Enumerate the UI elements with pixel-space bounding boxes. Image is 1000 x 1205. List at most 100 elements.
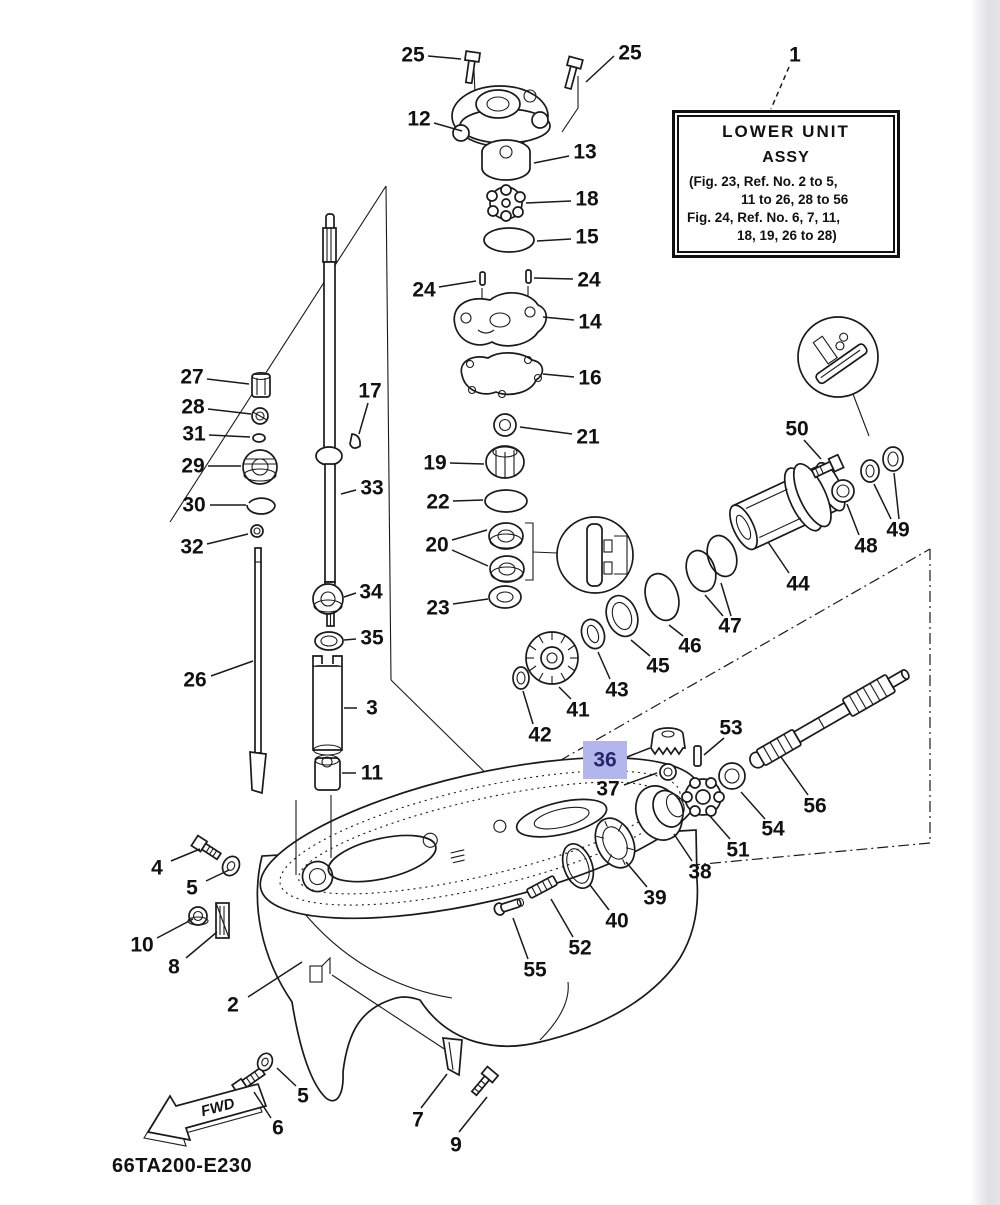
callout-15[interactable]: 15 xyxy=(575,226,599,249)
callout-47[interactable]: 47 xyxy=(718,615,741,638)
callout-26[interactable]: 26 xyxy=(183,669,206,692)
callout-29[interactable]: 29 xyxy=(181,455,204,478)
callout-12[interactable]: 12 xyxy=(407,108,430,131)
callout-27[interactable]: 27 xyxy=(180,366,203,389)
leader-line-26 xyxy=(210,660,254,677)
callout-51[interactable]: 51 xyxy=(726,839,750,862)
leader-line-52 xyxy=(550,898,574,938)
part-bolt-4 xyxy=(190,834,241,877)
callout-48[interactable]: 48 xyxy=(854,535,878,558)
leader-line-20 xyxy=(451,549,489,567)
callout-11[interactable]: 11 xyxy=(361,762,384,785)
callout-7[interactable]: 7 xyxy=(412,1109,424,1132)
callout-56[interactable]: 56 xyxy=(803,795,826,818)
callout-44[interactable]: 44 xyxy=(786,573,810,596)
callout-53[interactable]: 53 xyxy=(719,717,742,740)
callout-4[interactable]: 4 xyxy=(151,857,163,880)
callout-54[interactable]: 54 xyxy=(761,818,785,841)
leader-line-25 xyxy=(585,55,615,83)
callout-28[interactable]: 28 xyxy=(181,396,205,419)
leader-line-24 xyxy=(533,277,574,280)
leader-line-25 xyxy=(427,55,462,60)
callout-55[interactable]: 55 xyxy=(523,959,547,982)
callout-24[interactable]: 24 xyxy=(412,279,436,302)
callout-41[interactable]: 41 xyxy=(566,699,590,722)
callout-45[interactable]: 45 xyxy=(646,655,670,678)
callout-30[interactable]: 30 xyxy=(182,494,205,517)
callout-52[interactable]: 52 xyxy=(568,937,591,960)
part-driveshaft xyxy=(315,213,361,627)
leader-line-8 xyxy=(185,931,218,959)
callout-13[interactable]: 13 xyxy=(573,141,596,164)
leader-line-37 xyxy=(623,772,658,786)
leader-line-44 xyxy=(767,541,790,574)
callout-3[interactable]: 3 xyxy=(366,697,378,720)
leader-line-21 xyxy=(519,426,573,435)
leader-line-51 xyxy=(708,814,731,840)
leader-line-14 xyxy=(542,316,575,321)
callout-16[interactable]: 16 xyxy=(578,367,601,390)
leader-line-55 xyxy=(512,917,529,960)
callout-38[interactable]: 38 xyxy=(688,861,712,884)
callout-46[interactable]: 46 xyxy=(678,635,701,658)
leader-line-34 xyxy=(343,592,357,598)
part-bearing-carrier xyxy=(729,316,904,551)
callout-25[interactable]: 25 xyxy=(401,44,425,67)
leader-line-13 xyxy=(533,155,570,164)
callout-10[interactable]: 10 xyxy=(130,934,153,957)
callout-37[interactable]: 37 xyxy=(596,778,619,801)
leader-line-27 xyxy=(206,378,250,385)
callout-36[interactable]: 36 xyxy=(593,749,616,772)
callout-35[interactable]: 35 xyxy=(360,627,384,650)
callout-43[interactable]: 43 xyxy=(605,679,628,702)
callout-9[interactable]: 9 xyxy=(450,1134,462,1157)
callout-1[interactable]: 1 xyxy=(789,44,801,67)
leader-line-48 xyxy=(846,503,860,536)
callout-18[interactable]: 18 xyxy=(575,188,599,211)
callout-20[interactable]: 20 xyxy=(425,534,448,557)
leader-line-2 xyxy=(247,961,303,998)
callout-25[interactable]: 25 xyxy=(618,42,642,65)
leader-line-39 xyxy=(625,861,648,888)
callout-40[interactable]: 40 xyxy=(605,910,628,933)
callout-19[interactable]: 19 xyxy=(423,452,446,475)
leader-line-16 xyxy=(542,373,575,378)
callout-39[interactable]: 39 xyxy=(643,887,666,910)
leader-line-46 xyxy=(668,624,684,637)
callout-42[interactable]: 42 xyxy=(528,724,551,747)
callout-5[interactable]: 5 xyxy=(186,877,198,900)
part-gear-cluster xyxy=(512,534,738,690)
part-nut-10 xyxy=(187,906,209,926)
leader-line-49 xyxy=(873,483,892,520)
callout-49[interactable]: 49 xyxy=(886,519,909,542)
callout-31[interactable]: 31 xyxy=(182,423,206,446)
callout-2[interactable]: 2 xyxy=(227,994,239,1017)
part-anode-8 xyxy=(215,902,230,939)
leader-line-32 xyxy=(206,533,249,545)
callout-32[interactable]: 32 xyxy=(180,536,203,559)
callout-14[interactable]: 14 xyxy=(578,311,602,334)
callout-23[interactable]: 23 xyxy=(426,597,449,620)
callout-22[interactable]: 22 xyxy=(426,491,449,514)
callout-8[interactable]: 8 xyxy=(168,956,180,979)
callout-17[interactable]: 17 xyxy=(358,380,381,403)
leader-line-33 xyxy=(340,489,357,495)
leader-line-54 xyxy=(740,791,766,820)
scrollbar-strip[interactable] xyxy=(970,0,1000,1205)
leader-line-7 xyxy=(420,1073,448,1109)
leader-line-18 xyxy=(525,200,572,204)
part-gear-housing xyxy=(256,756,701,1102)
leader-line-15 xyxy=(536,238,572,242)
leader-line-22 xyxy=(452,499,484,502)
callout-33[interactable]: 33 xyxy=(360,477,383,500)
callout-34[interactable]: 34 xyxy=(359,581,383,604)
callout-21[interactable]: 21 xyxy=(576,426,600,449)
info-box-title: LOWER UNIT xyxy=(722,122,850,141)
callout-24[interactable]: 24 xyxy=(577,269,601,292)
callout-50[interactable]: 50 xyxy=(785,418,808,441)
callout-6[interactable]: 6 xyxy=(272,1117,284,1140)
callout-5[interactable]: 5 xyxy=(297,1085,309,1108)
leader-line-42 xyxy=(522,690,534,725)
leader-line-56 xyxy=(780,756,809,796)
